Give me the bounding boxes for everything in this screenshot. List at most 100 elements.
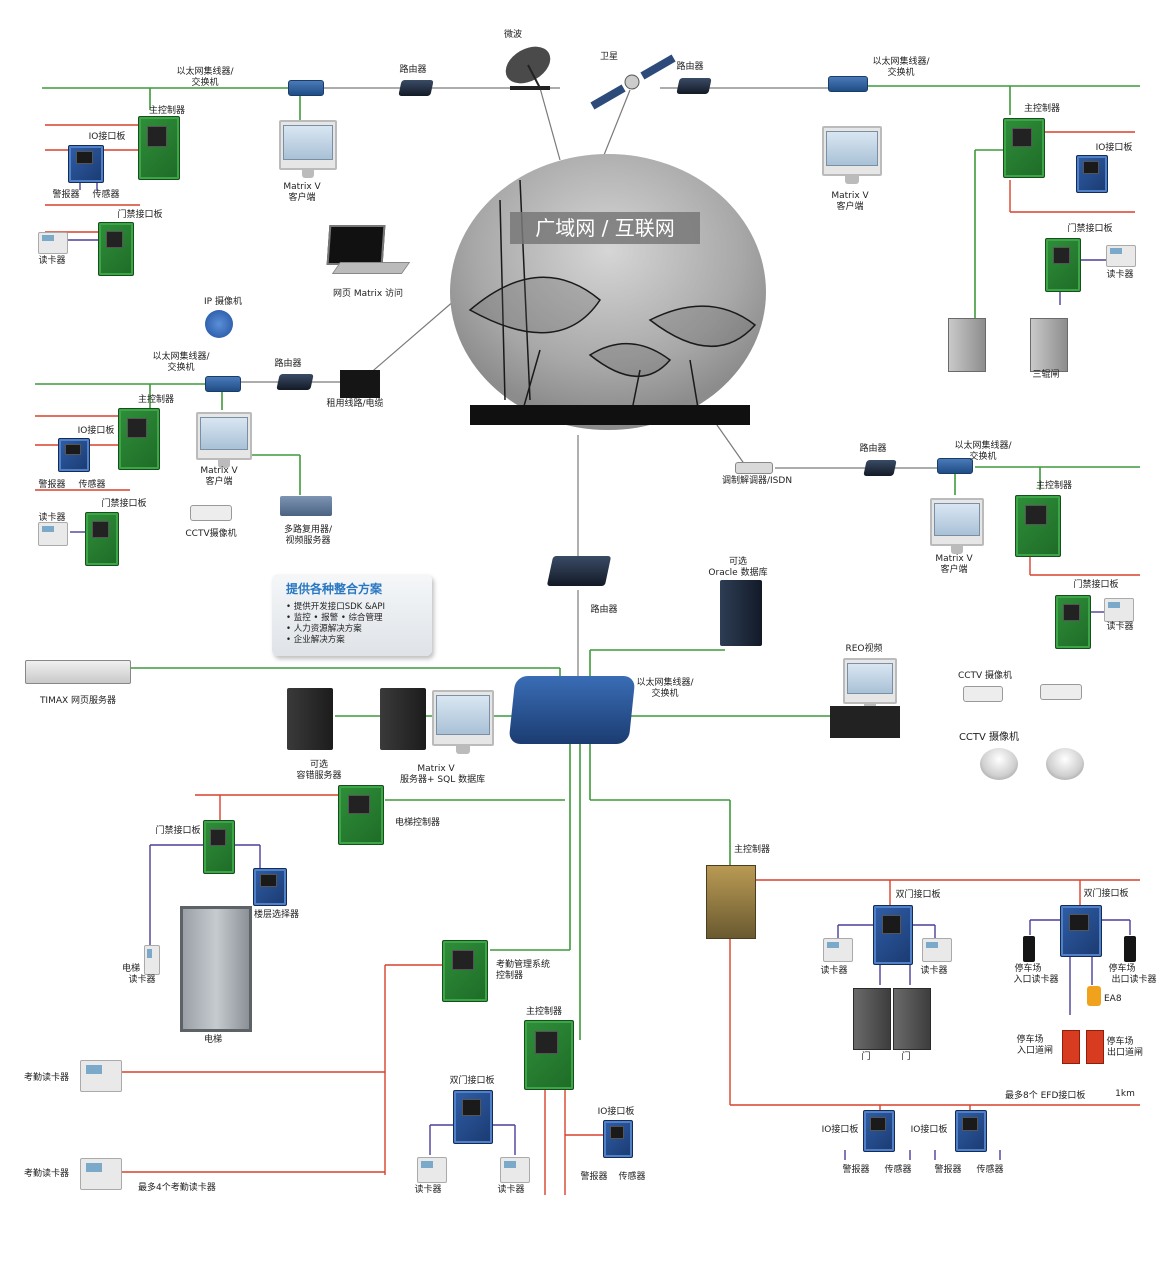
label-sensor: 传感器 xyxy=(618,1172,646,1182)
label-leased-line: 租用线路/电缆 xyxy=(326,399,384,409)
label-card-reader: 读卡器 xyxy=(414,1185,442,1195)
label-sensor: 传感器 xyxy=(78,480,106,490)
laptop-icon xyxy=(326,225,386,265)
solutions-item: • 人力资源解决方案 xyxy=(286,624,362,634)
label-fault-server: 容错服务器 xyxy=(296,771,342,781)
label-main-controller: 主控制器 xyxy=(137,395,174,405)
label-main-controller: 主控制器 xyxy=(148,106,185,116)
label-web-matrix: 网页 Matrix 访问 xyxy=(332,289,404,299)
door-board xyxy=(1055,595,1091,649)
label-door: 门 xyxy=(861,1052,871,1062)
label-io-board: IO接口板 xyxy=(910,1125,948,1135)
label-alarm: 警报器 xyxy=(842,1165,870,1175)
label-router: 路由器 xyxy=(859,444,887,454)
label-dual-door-board: 双门接口板 xyxy=(1083,889,1129,899)
label-io-board: IO接口板 xyxy=(1095,143,1133,153)
label-attendance-controller: 控制器 xyxy=(496,971,524,981)
main-controller-board xyxy=(138,116,180,180)
label-main-controller: 主控制器 xyxy=(733,845,770,855)
label-parking-out-reader: 停车场 xyxy=(1108,964,1136,974)
label-router: 路由器 xyxy=(590,605,618,615)
door-icon xyxy=(893,988,931,1050)
rs485-links xyxy=(35,124,1140,1195)
label-card-reader: 读卡器 xyxy=(38,256,66,266)
parking-in-reader-icon xyxy=(1023,936,1035,962)
elevator-controller-board xyxy=(338,785,384,845)
label-matrix: Matrix V xyxy=(831,191,869,201)
ethernet-links xyxy=(35,85,1140,1040)
door-board xyxy=(203,820,235,874)
attendance-controller-board xyxy=(442,940,488,1002)
reo-monitor-icon xyxy=(843,658,897,712)
turnstile-icon xyxy=(948,318,986,372)
matrix-server-icon xyxy=(380,688,426,750)
label-eth-switch: 交换机 xyxy=(887,68,915,78)
laptop-keyboard xyxy=(331,262,411,274)
label-card-reader: 读卡器 xyxy=(920,966,948,976)
label-matrix: Matrix V xyxy=(283,182,321,192)
label-main-controller: 主控制器 xyxy=(525,1007,562,1017)
label-eth-switch: 交换机 xyxy=(651,689,679,699)
router-icon xyxy=(546,556,612,586)
label-door-board: 门禁接口板 xyxy=(1073,580,1119,590)
label-parking-in-reader: 停车场 xyxy=(1014,964,1042,974)
label-floor-selector: 楼层选择器 xyxy=(254,910,300,920)
turnstile-icon xyxy=(1030,318,1068,372)
label-attendance-reader: 考勤读卡器 xyxy=(24,1073,70,1083)
label-elevator-reader: 电梯 xyxy=(121,964,140,974)
door-board xyxy=(85,512,119,566)
label-eth-switch: 以太网集线器/ xyxy=(954,441,1012,451)
label-elevator-reader: 读卡器 xyxy=(128,975,156,985)
label-parking-in-reader: 入口读卡器 xyxy=(1013,975,1059,985)
label-attendance-controller: 考勤管理系统 xyxy=(496,960,551,970)
card-reader-icon xyxy=(38,232,68,254)
cctv-camera-icon xyxy=(1040,684,1082,700)
label-door-board: 门禁接口板 xyxy=(117,210,163,220)
parking-in-gate-icon xyxy=(1062,1030,1080,1064)
label-matrix: 客户端 xyxy=(836,202,864,212)
floor-selector-board xyxy=(253,868,287,906)
label-alarm: 警报器 xyxy=(580,1172,608,1182)
timax-server-icon xyxy=(25,660,131,684)
label-io-board: IO接口板 xyxy=(88,132,126,142)
router-icon xyxy=(863,460,897,476)
label-matrix-server: 服务器+ SQL 数据库 xyxy=(400,775,486,785)
label-microwave: 微波 xyxy=(503,30,522,40)
label-parking-out-reader: 出口读卡器 xyxy=(1111,975,1157,985)
router-icon xyxy=(398,80,434,96)
label-ea8: EA8 xyxy=(1104,994,1122,1004)
label-door-board: 门禁接口板 xyxy=(155,826,201,836)
label-elevator-controller: 电梯控制器 xyxy=(395,818,441,828)
main-controller-board xyxy=(118,408,160,470)
microwave-dish-icon xyxy=(505,46,551,90)
label-modem: 调制解调器/ISDN xyxy=(722,476,793,486)
ethernet-switch-icon xyxy=(288,80,324,96)
monitor-icon xyxy=(196,412,252,468)
label-oracle: Oracle 数据库 xyxy=(708,568,768,578)
main-controller-board xyxy=(1003,118,1045,178)
label-eth-switch: 以太网集线器/ xyxy=(176,67,234,77)
wan-title: 广域网 / 互联网 xyxy=(510,212,700,244)
door-icon xyxy=(853,988,891,1050)
label-door-board: 门禁接口板 xyxy=(1067,224,1113,234)
elevator-icon xyxy=(180,906,252,1032)
io-board xyxy=(863,1110,895,1152)
label-matrix: 客户端 xyxy=(205,477,233,487)
label-satellite: 卫星 xyxy=(599,52,618,62)
label-sensor: 传感器 xyxy=(92,190,120,200)
solutions-title: 提供各种整合方案 xyxy=(286,582,383,596)
label-max-efd: 最多8个 EFD接口板 xyxy=(1005,1091,1086,1101)
label-dual-door-board: 双门接口板 xyxy=(895,890,941,900)
label-alarm: 警报器 xyxy=(934,1165,962,1175)
card-reader-icon xyxy=(922,938,952,962)
label-timax: TIMAX 网页服务器 xyxy=(39,696,117,706)
monitor-icon xyxy=(930,498,984,554)
ethernet-switch-icon xyxy=(828,76,868,92)
card-reader-icon xyxy=(823,938,853,962)
solutions-item: • 提供开发接口SDK &API xyxy=(286,602,386,612)
io-board xyxy=(603,1120,633,1158)
label-multiplexer: 多路复用器/ xyxy=(283,525,333,535)
label-card-reader: 读卡器 xyxy=(1106,622,1134,632)
main-ethernet-switch-icon xyxy=(508,676,636,744)
multiplexer-icon xyxy=(280,496,332,516)
